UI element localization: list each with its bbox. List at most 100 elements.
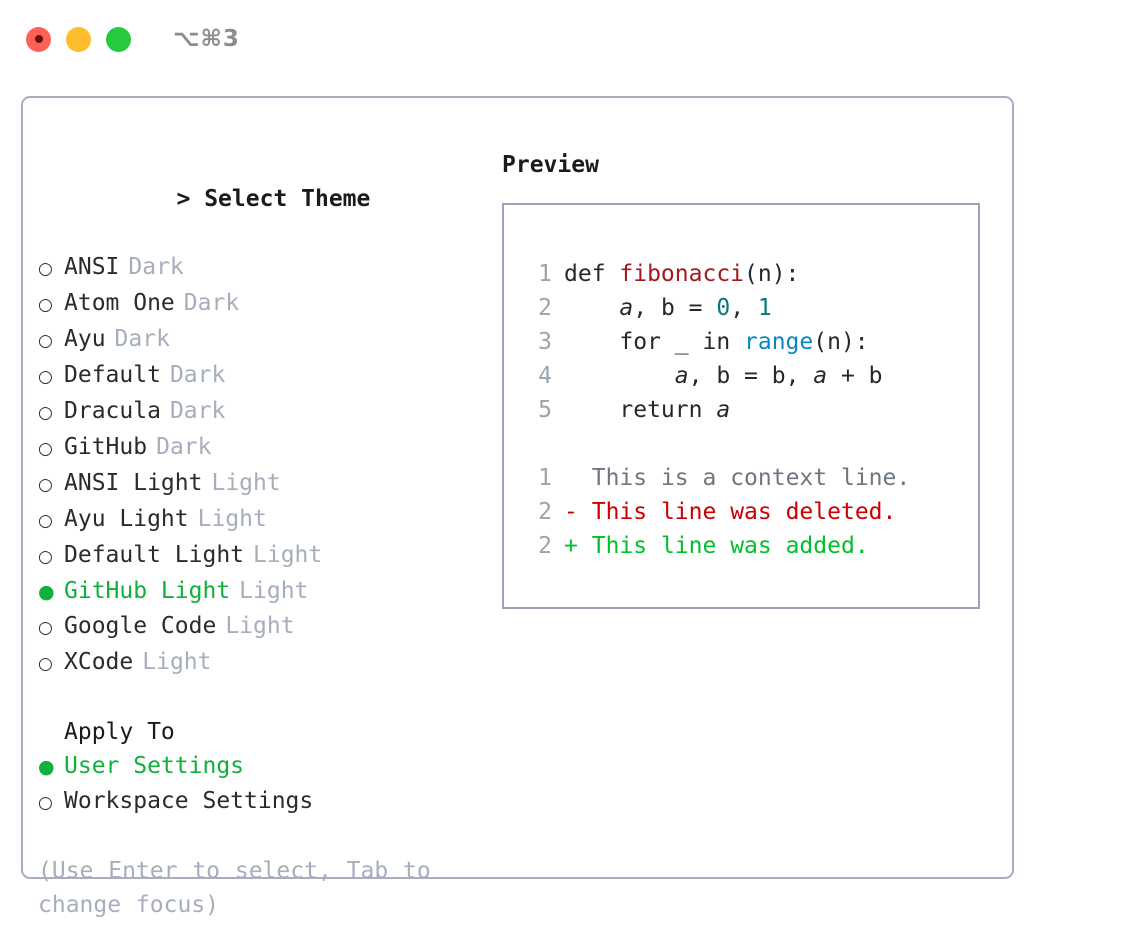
code-token: , b = b,: [688, 363, 814, 389]
apply-to-option-user-settings[interactable]: ●User Settings: [38, 749, 488, 784]
radio-unselected-icon: ○: [38, 367, 53, 387]
code-line: 2 a, b = 0, 1: [524, 291, 978, 325]
diff-gap: [578, 529, 592, 563]
theme-option-label: Default: [64, 362, 161, 388]
diff-line-context: 1 This is a context line.: [524, 461, 978, 495]
code-token: a: [619, 295, 634, 321]
radio-unselected-icon: ○: [38, 793, 53, 813]
theme-option-variant: Light: [142, 649, 212, 675]
diff-gap: [578, 495, 592, 529]
radio-unselected-icon: ○: [38, 295, 53, 315]
theme-option-label: Atom One: [64, 290, 175, 316]
title-bar: ⌥⌘3: [0, 0, 1140, 78]
diff-marker: +: [564, 533, 578, 559]
theme-option-ayu[interactable]: ○ Ayu Dark: [38, 322, 488, 358]
theme-option-variant: Light: [211, 470, 281, 496]
radio-unselected-icon: ○: [38, 654, 53, 674]
code-line-number: 3: [538, 329, 552, 355]
focus-caret: >: [176, 186, 191, 212]
keyboard-shortcut-label: ⌥⌘3: [173, 26, 240, 52]
theme-option-dracula[interactable]: ○ Dracula Dark: [38, 394, 488, 430]
code-token: def: [564, 261, 620, 287]
theme-option-xcode[interactable]: ○ XCode Light: [38, 645, 488, 681]
radio-unselected-icon: ○: [38, 331, 53, 351]
close-window-icon[interactable]: [26, 26, 51, 52]
section-spacer: [38, 681, 488, 715]
traffic-lights: [26, 26, 131, 52]
minimize-window-icon[interactable]: [66, 26, 91, 52]
code-token: a: [674, 363, 689, 389]
radio-unselected-icon: ○: [38, 403, 53, 423]
theme-option-label: ANSI: [64, 254, 120, 280]
theme-option-label: GitHub: [64, 434, 148, 460]
code-token: [564, 363, 675, 389]
code-token: ,: [730, 295, 758, 321]
theme-option-variant: Light: [225, 613, 295, 639]
theme-option-atom-one[interactable]: ○ Atom One Dark: [38, 286, 488, 322]
radio-unselected-icon: ○: [38, 618, 53, 638]
theme-option-variant: Dark: [114, 326, 170, 352]
code-line: 4 a, b = b, a + b: [524, 359, 978, 393]
maximize-window-icon[interactable]: [106, 26, 131, 52]
code-token: return: [564, 397, 717, 423]
theme-option-label: XCode: [64, 649, 134, 675]
code-token: range: [744, 329, 814, 355]
keyboard-hint: (Use Enter to select, Tab to change focu…: [38, 858, 431, 918]
diff-sample: 1 This is a context line.2- This line wa…: [524, 461, 978, 563]
theme-option-default[interactable]: ○ Default Dark: [38, 358, 488, 394]
hint-spacer: [38, 820, 488, 854]
code-token: (n):: [744, 261, 800, 287]
diff-line-number: 1: [538, 465, 552, 491]
apply-to-option-workspace-settings[interactable]: ○ Workspace Settings: [38, 784, 488, 820]
code-token: [564, 295, 619, 321]
radio-unselected-icon: ○: [38, 439, 53, 459]
diff-line-number: 2: [538, 499, 552, 525]
theme-option-variant: Dark: [183, 290, 240, 316]
apply-to-list: ●User Settings ○ Workspace Settings: [38, 749, 488, 820]
apply-to-heading: Apply To: [64, 719, 175, 745]
radio-unselected-icon: ○: [38, 475, 53, 495]
theme-option-variant: Dark: [169, 362, 226, 388]
theme-option-variant: Light: [239, 578, 309, 604]
code-line-content: return a: [564, 393, 730, 427]
select-theme-label: Select Theme: [204, 186, 371, 212]
diff-marker: -: [564, 499, 578, 525]
diff-line-deleted: 2- This line was deleted.: [524, 495, 978, 529]
code-token: , b =: [633, 295, 717, 321]
diff-line-number: 2: [538, 533, 552, 559]
diff-text: This line was deleted.: [591, 499, 897, 525]
apply-to-option-label: Workspace Settings: [64, 788, 314, 814]
code-token: a: [716, 397, 731, 423]
diff-spacer: [524, 427, 978, 461]
theme-option-label: Dracula: [64, 398, 161, 424]
theme-option-variant: Dark: [169, 398, 226, 424]
theme-option-label: GitHub Light: [64, 578, 231, 604]
diff-text: This line was added.: [591, 533, 869, 559]
preview-heading: Preview: [502, 152, 599, 178]
code-line-number: 5: [538, 397, 552, 423]
radio-unselected-icon: ○: [38, 259, 53, 279]
radio-unselected-icon: ○: [38, 511, 53, 531]
diff-text: This is a context line.: [591, 465, 911, 491]
diff-marker: [564, 461, 578, 495]
code-token: (n):: [813, 329, 869, 355]
code-line-content: a, b = 0, 1: [564, 291, 771, 325]
apply-to-option-label: User Settings: [64, 753, 245, 779]
theme-option-label: Ayu Light: [64, 506, 189, 532]
theme-option-label: Ayu: [64, 326, 106, 352]
code-line-content: for _ in range(n):: [564, 325, 869, 359]
